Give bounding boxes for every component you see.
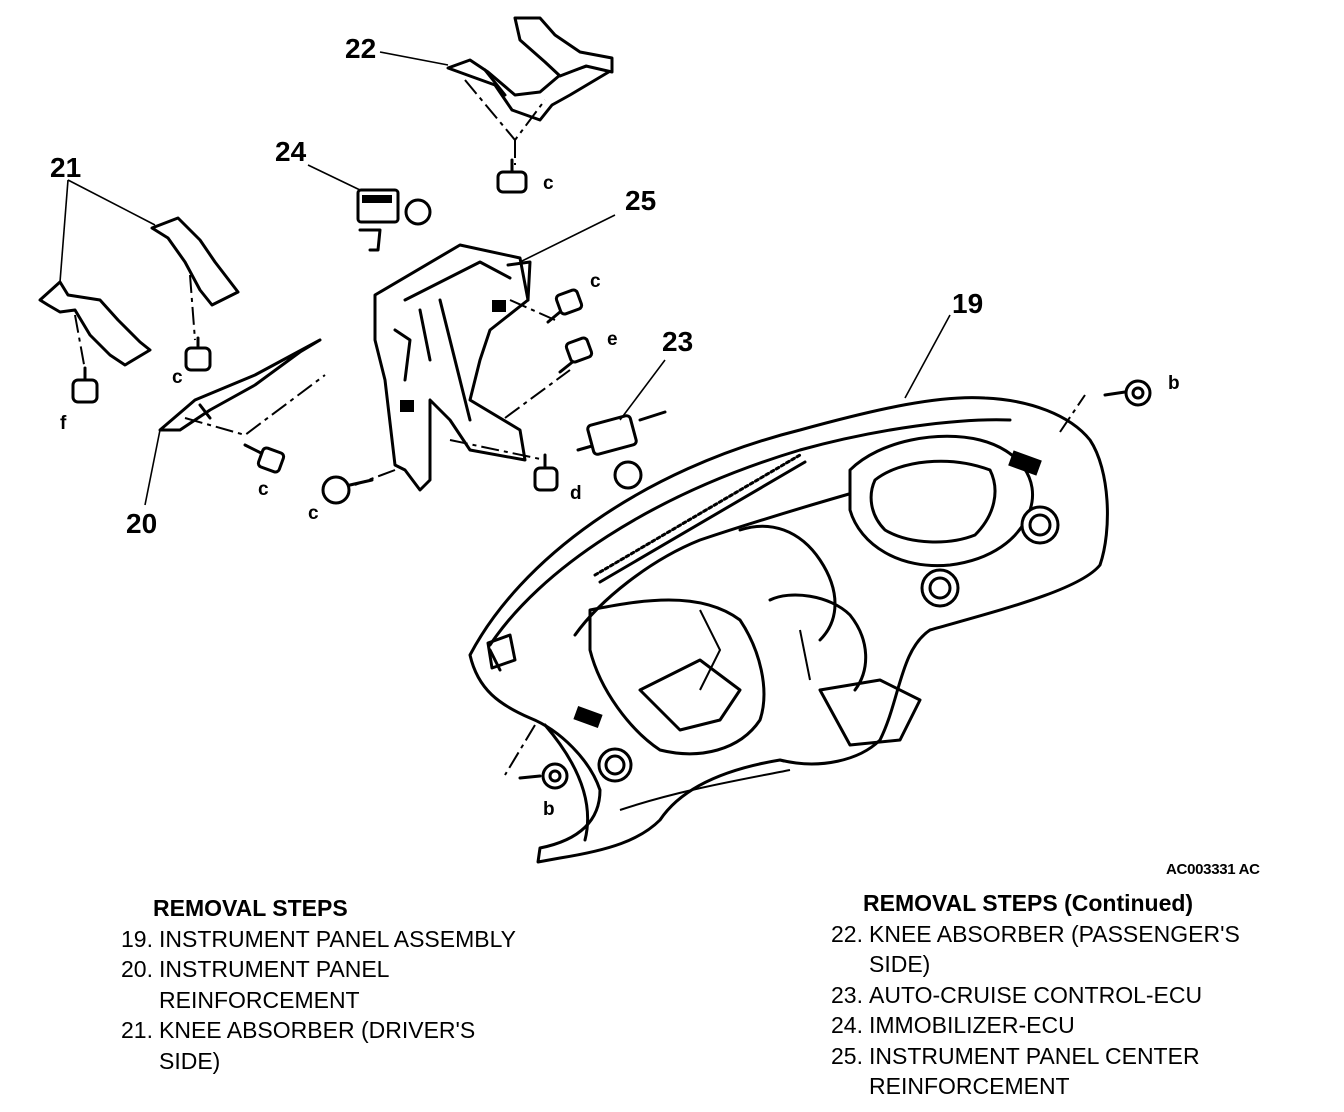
letter-c-20: c bbox=[258, 479, 269, 500]
exploded-view-drawing bbox=[38, 16, 1152, 864]
step-22-cont: SIDE) bbox=[818, 949, 1338, 980]
bolt-d bbox=[533, 453, 559, 492]
step-text: KNEE ABSORBER (PASSENGER'S bbox=[869, 920, 1240, 947]
knee-absorber-passenger bbox=[446, 16, 614, 122]
auto-cruise-control-ecu bbox=[576, 410, 667, 490]
step-23: 23.AUTO-CRUISE CONTROL-ECU bbox=[818, 980, 1338, 1011]
letter-c-25: c bbox=[590, 271, 601, 292]
step-number: 23. bbox=[831, 981, 863, 1008]
removal-steps-continued-heading: REMOVAL STEPS (Continued) bbox=[863, 890, 1194, 916]
step-text: SIDE) bbox=[869, 951, 931, 977]
bolt-c-21 bbox=[184, 336, 212, 372]
step-20: 20.INSTRUMENT PANEL bbox=[108, 954, 668, 985]
step-text: REINFORCEMENT bbox=[159, 986, 360, 1013]
step-20-cont: REINFORCEMENT bbox=[108, 985, 668, 1016]
callout-24: 24 bbox=[275, 136, 307, 167]
callout-20: 20 bbox=[126, 508, 158, 539]
step-text: IMMOBILIZER-ECU bbox=[869, 1012, 1075, 1038]
bolt-f bbox=[71, 366, 99, 404]
letter-c-25-lower: c bbox=[308, 503, 319, 524]
letter-c-22: c bbox=[543, 173, 554, 194]
step-19: 19.INSTRUMENT PANEL ASSEMBLY bbox=[108, 924, 668, 955]
step-24: 24.IMMOBILIZER-ECU bbox=[818, 1010, 1338, 1041]
letter-b-right: b bbox=[1168, 373, 1180, 394]
step-number: 21. bbox=[121, 1017, 153, 1043]
removal-steps-heading: REMOVAL STEPS bbox=[153, 895, 348, 921]
clip-b-right bbox=[1103, 379, 1152, 407]
step-21: 21.KNEE ABSORBER (DRIVER'S bbox=[108, 1015, 668, 1046]
immobilizer-ecu bbox=[356, 188, 432, 252]
step-21-cont: SIDE) bbox=[108, 1046, 668, 1077]
panel-reinforcement bbox=[158, 338, 322, 432]
callout-25: 25 bbox=[625, 185, 657, 216]
step-25: 25.INSTRUMENT PANEL CENTER bbox=[818, 1041, 1338, 1072]
step-25-cont: REINFORCEMENT bbox=[818, 1071, 1338, 1102]
step-text: INSTRUMENT PANEL ASSEMBLY bbox=[159, 925, 517, 952]
removal-steps-left: REMOVAL STEPS 19.INSTRUMENT PANEL ASSEMB… bbox=[108, 893, 668, 1076]
step-text: KNEE ABSORBER (DRIVER'S bbox=[159, 1017, 476, 1043]
callout-21: 21 bbox=[50, 152, 82, 183]
center-reinforcement bbox=[373, 243, 532, 492]
step-text: SIDE) bbox=[159, 1047, 221, 1074]
removal-steps-right: REMOVAL STEPS (Continued) 22.KNEE ABSORB… bbox=[818, 888, 1338, 1102]
letter-e: e bbox=[607, 329, 618, 350]
figure-code: AC003331 AC bbox=[1166, 861, 1260, 878]
step-text: INSTRUMENT PANEL bbox=[159, 956, 390, 982]
bolt-22 bbox=[496, 158, 528, 194]
letter-c-21: c bbox=[172, 367, 183, 388]
callout-19: 19 bbox=[952, 288, 984, 319]
callout-23: 23 bbox=[662, 326, 694, 357]
clip-b-lower bbox=[518, 762, 569, 790]
step-text: INSTRUMENT PANEL CENTER bbox=[869, 1042, 1200, 1069]
step-number: 20. bbox=[121, 956, 153, 982]
knee-absorber-driver bbox=[38, 216, 240, 367]
bolt-c-25 bbox=[546, 288, 584, 324]
step-number: 25. bbox=[831, 1042, 863, 1069]
letter-f: f bbox=[60, 413, 67, 434]
step-number: 24. bbox=[831, 1012, 863, 1038]
bolt-c-20 bbox=[243, 443, 286, 474]
step-22: 22.KNEE ABSORBER (PASSENGER'S bbox=[818, 919, 1338, 950]
letter-d: d bbox=[570, 483, 582, 504]
step-number: 19. bbox=[121, 925, 153, 952]
step-text: AUTO-CRUISE CONTROL-ECU bbox=[869, 981, 1203, 1008]
step-number: 22. bbox=[831, 920, 863, 947]
letter-b-lower: b bbox=[543, 799, 555, 820]
bolt-e bbox=[558, 336, 594, 374]
callout-22: 22 bbox=[345, 33, 377, 64]
instrument-panel-assembly bbox=[468, 396, 1109, 864]
step-text: REINFORCEMENT bbox=[869, 1073, 1070, 1099]
bolt-c-25-lower bbox=[321, 475, 374, 505]
